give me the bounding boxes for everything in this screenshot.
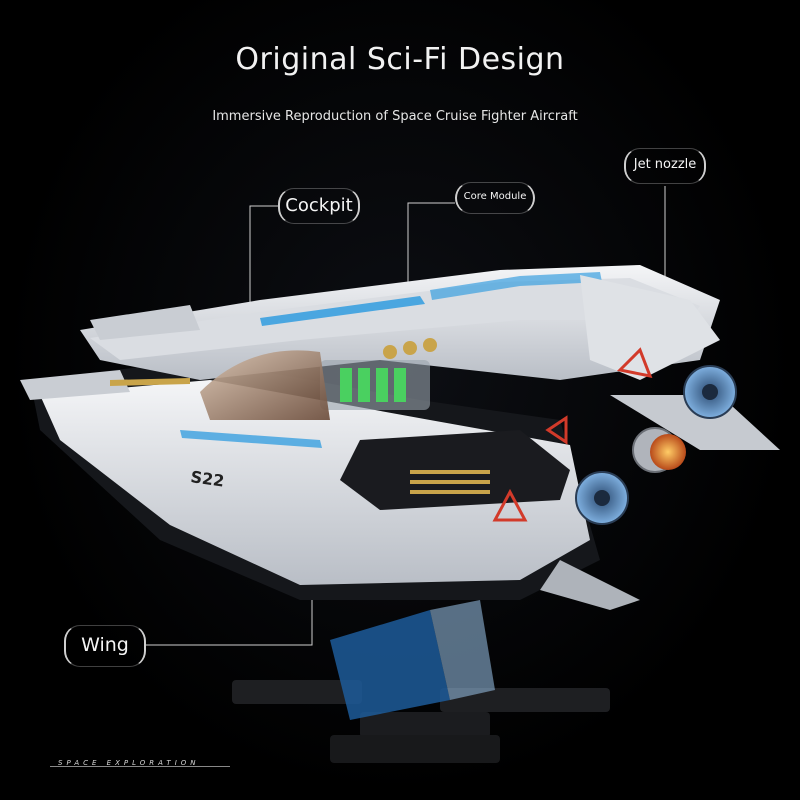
footer-divider <box>50 766 230 767</box>
core-module <box>320 338 437 410</box>
headline: Original Sci-Fi Design <box>235 42 565 77</box>
svg-text:S22: S22 <box>189 467 225 491</box>
callout-wing: Wing <box>64 625 146 667</box>
jet-nozzles <box>575 365 737 525</box>
footer-tagline: SPACE EXPLORATION <box>58 759 200 767</box>
callout-jet-nozzle: Jet nozzle <box>624 148 706 184</box>
wing-leader <box>146 595 313 646</box>
callout-cockpit: Cockpit <box>278 188 360 224</box>
subheadline: Immersive Reproduction of Space Cruise F… <box>212 109 578 124</box>
display-stand <box>232 600 610 763</box>
callout-core-module: Core Module <box>455 182 535 214</box>
cockpit-canopy <box>200 350 330 420</box>
ship-hull: S22 <box>20 265 780 610</box>
